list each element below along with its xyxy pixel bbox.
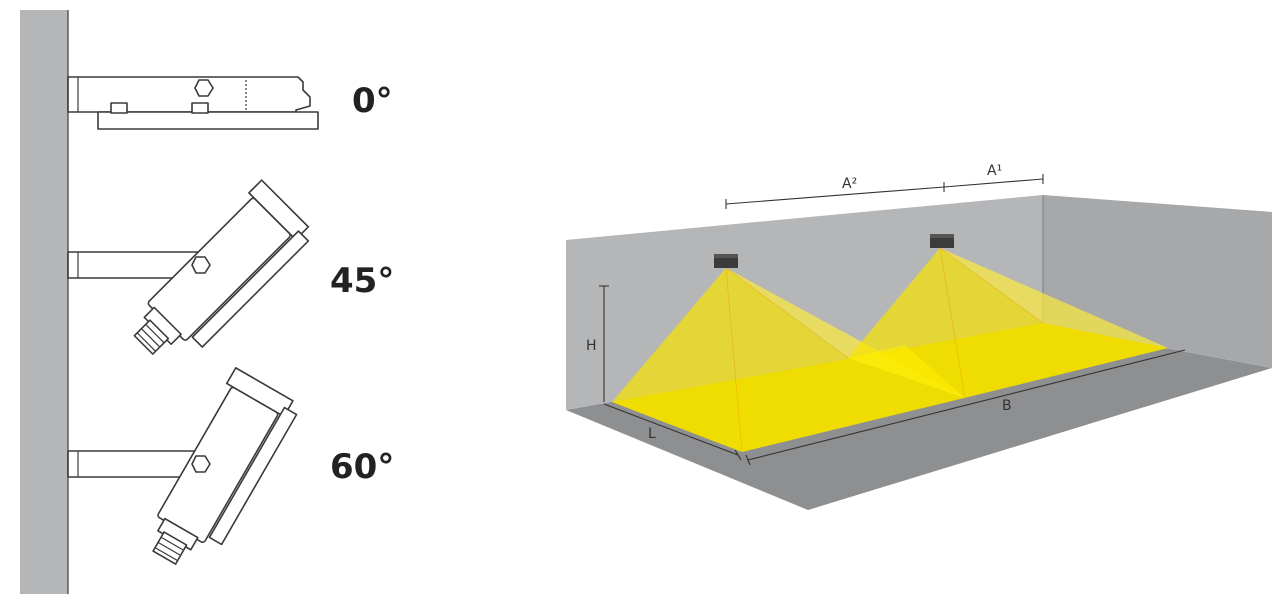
dimension-h <box>599 285 609 402</box>
ceiling-fixture-2 <box>930 234 954 248</box>
dimension-label-a2: A² <box>842 176 857 192</box>
pivot-bolt-icon <box>191 455 211 473</box>
dimension-b <box>745 349 1186 466</box>
floodlight-60-degree <box>67 367 298 565</box>
wall-mount-panel <box>20 10 69 594</box>
dimension-l <box>603 403 742 461</box>
floodlight-0-degree <box>67 76 319 130</box>
dimension-a2 <box>725 182 945 209</box>
pivot-bolt-icon <box>191 256 211 274</box>
room-illustration: A² A¹ H L B <box>566 163 1272 510</box>
angle-label-60: 60° <box>330 447 394 487</box>
floodlight-45-degree <box>67 179 310 355</box>
light-beam-2 <box>848 247 1168 399</box>
dimension-label-h: H <box>586 338 597 354</box>
ceiling-fixture-1 <box>714 254 738 268</box>
dimension-a1 <box>943 174 1044 188</box>
dimension-label-b: B <box>1002 398 1012 414</box>
dimension-label-l: L <box>648 426 656 442</box>
dimension-label-a1: A¹ <box>987 163 1002 179</box>
pivot-bolt-icon <box>194 79 214 97</box>
beam-overlap <box>848 345 965 398</box>
angle-label-0: 0° <box>352 81 393 121</box>
mounting-wall <box>20 10 68 594</box>
angle-label-45: 45° <box>330 261 394 301</box>
